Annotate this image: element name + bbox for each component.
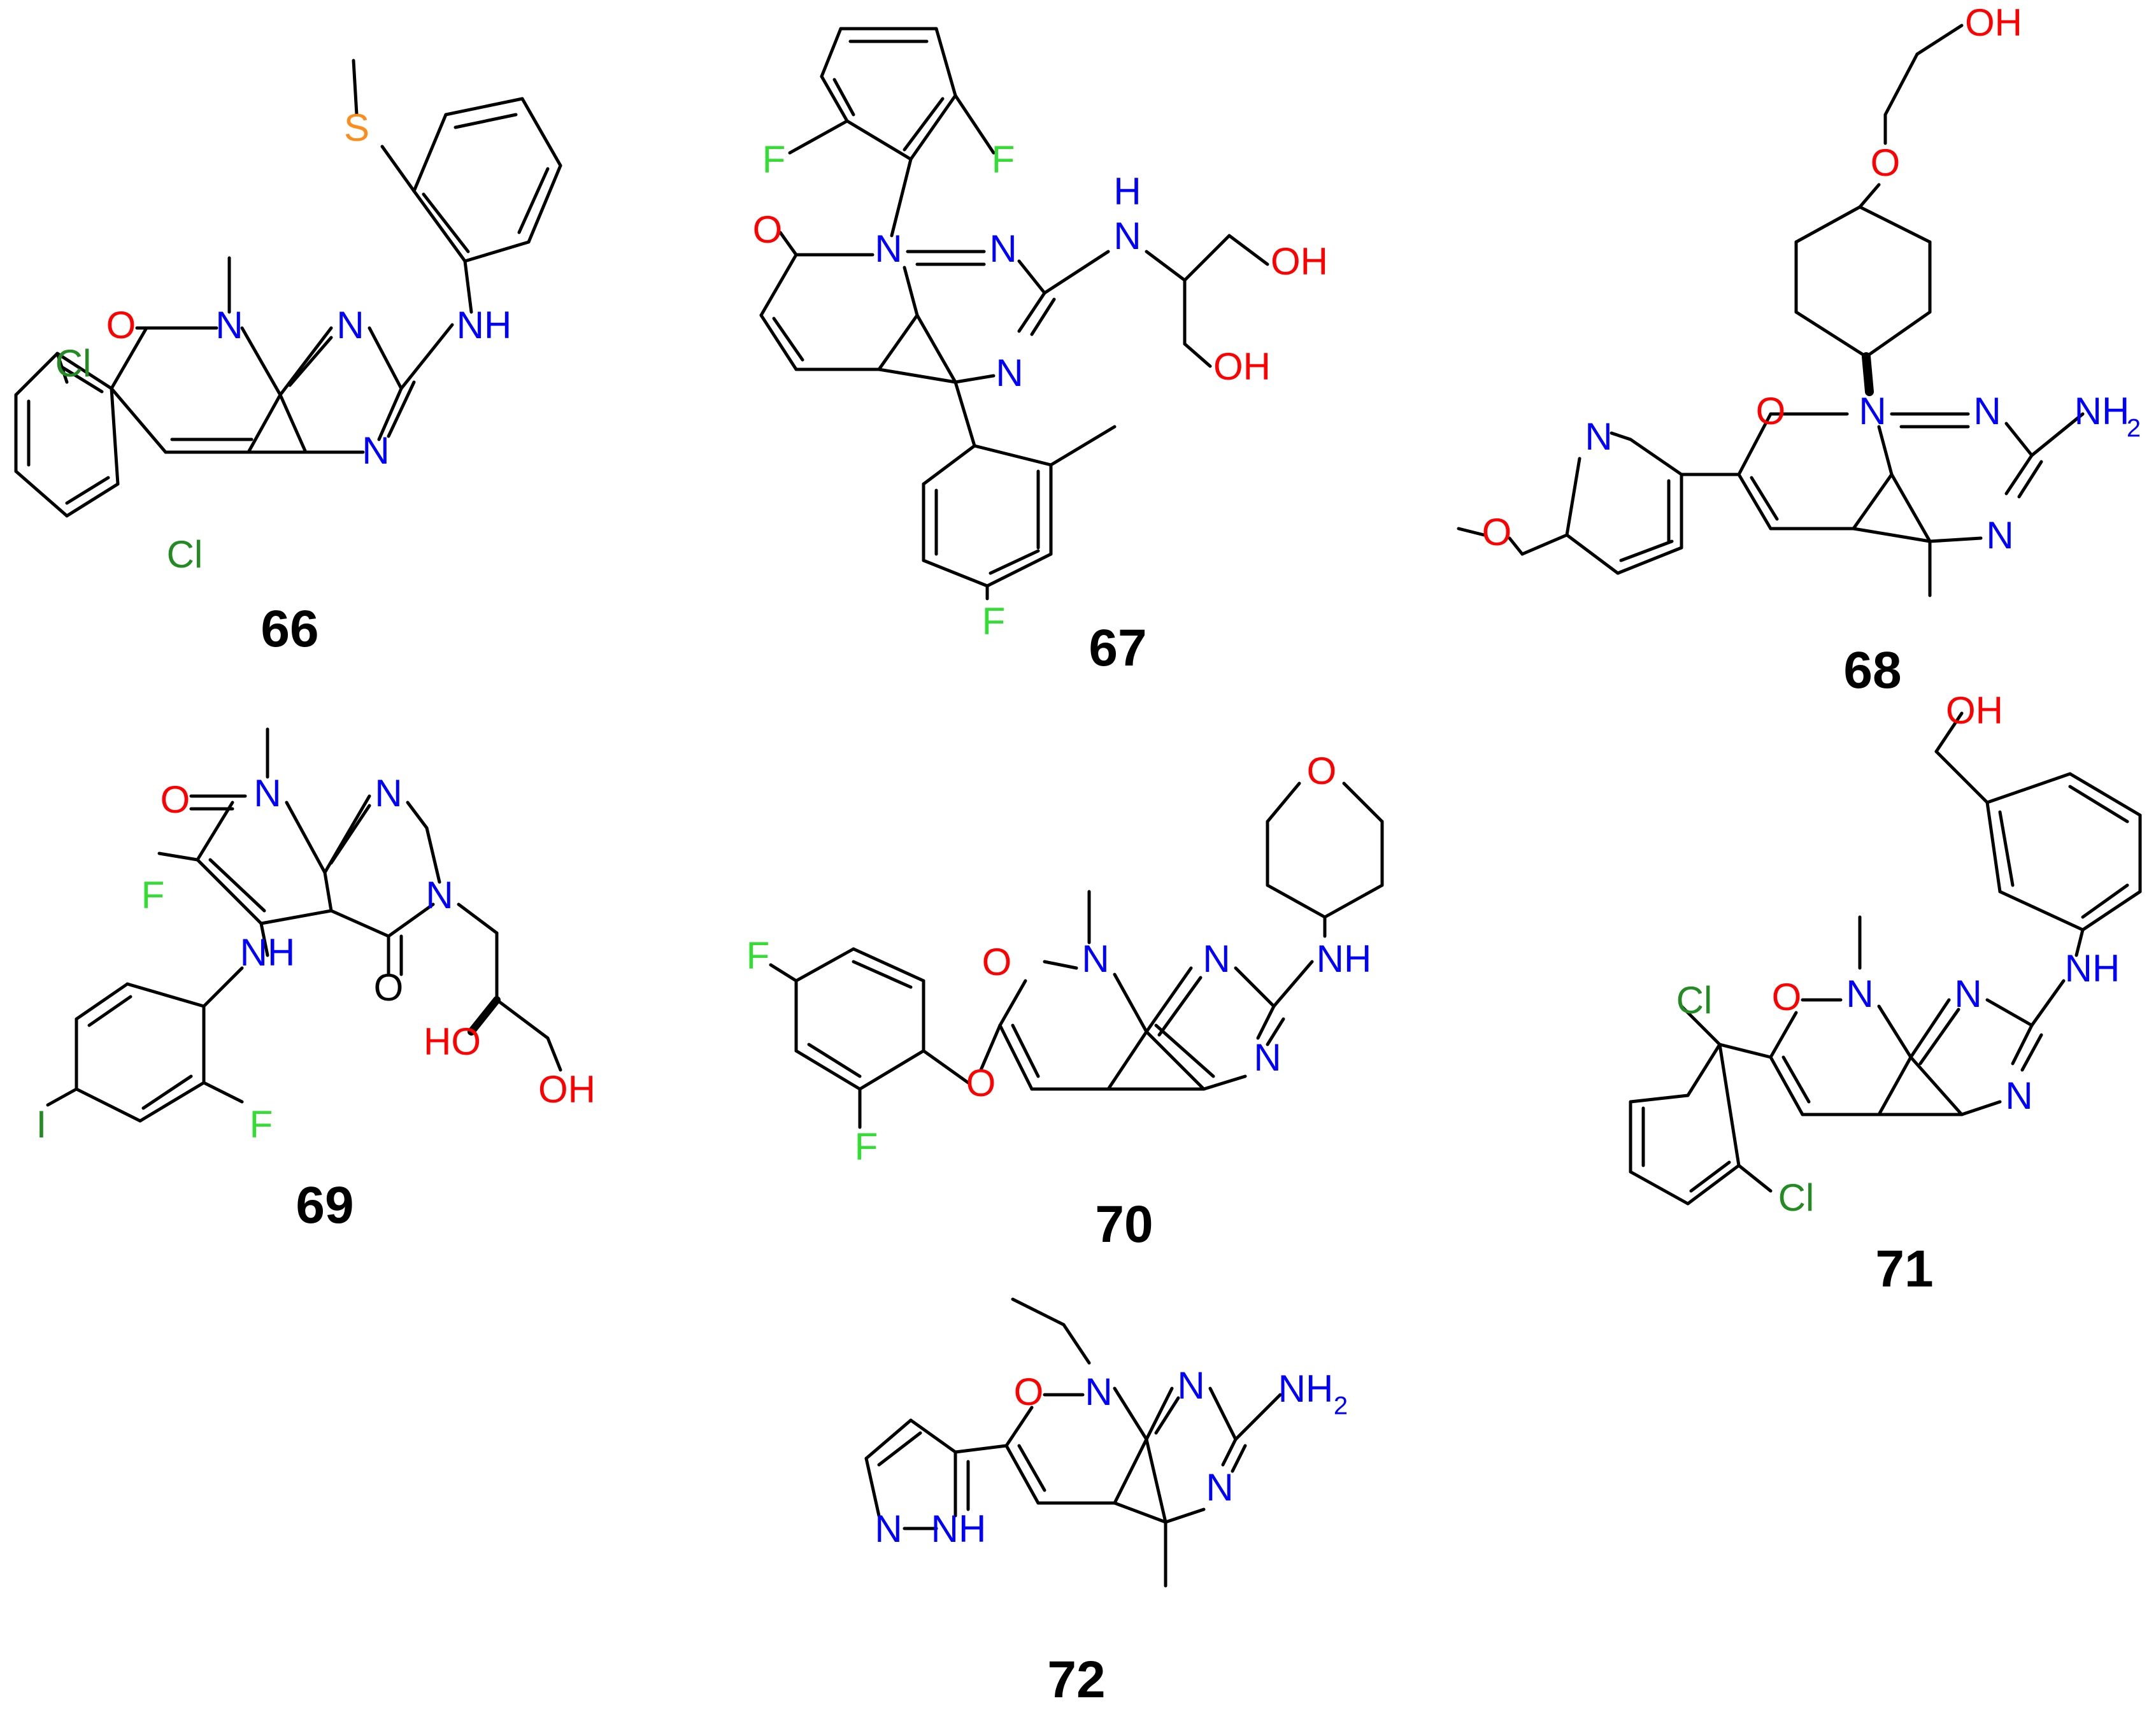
atom-71-NH: NH — [2065, 947, 2120, 990]
atom-70-NH: NH — [1317, 937, 1372, 980]
atom-68-NH2-subscript: 2 — [2127, 415, 2141, 443]
compound-70: O NH N N N O O F F 70 — [746, 750, 1384, 1253]
compound-label-66: 66 — [261, 600, 318, 658]
compound-69: O N N N F NH O HO OH I F 69 — [36, 727, 596, 1234]
compound-label-67: 67 — [1089, 619, 1146, 677]
atom-69-O1: O — [161, 778, 190, 821]
atom-66-S: S — [344, 106, 369, 149]
atom-70-O-ether: O — [966, 1062, 996, 1104]
atom-72-NH2-subscript: 2 — [1334, 1392, 1348, 1420]
atom-68-N3: N — [1986, 514, 2013, 557]
atom-67-N3: N — [996, 352, 1023, 394]
atom-70-N1: N — [1082, 937, 1109, 980]
atom-69-OH: OH — [538, 1068, 596, 1111]
atom-66-Cl2: Cl — [167, 533, 203, 576]
atom-66-N3: N — [362, 429, 389, 472]
atom-72-NH-pyrazole: NH — [931, 1507, 987, 1550]
atom-68-NH2: NH — [2074, 390, 2130, 432]
compound-72: O N N N NH 2 N NH 72 — [864, 1297, 1348, 1709]
atom-71-N3: N — [2005, 1074, 2032, 1117]
atom-70-N3: N — [1253, 1036, 1281, 1079]
bonds-71 — [1629, 711, 2142, 1206]
atom-69-N1: N — [253, 772, 281, 815]
atom-67-N1: N — [875, 227, 902, 270]
atom-69-F1: F — [141, 874, 165, 916]
atom-69-HO: HO — [424, 1020, 481, 1063]
atom-67-F1: F — [762, 138, 786, 181]
atom-70-O-ring: O — [1307, 750, 1337, 792]
compound-67: F F F O N N N H N OH OH 67 — [753, 27, 1328, 677]
atom-68-O-ether: O — [1871, 141, 1901, 184]
atom-68-O-methoxy: O — [1482, 511, 1512, 553]
atom-71-Cl1: Cl — [1676, 979, 1713, 1022]
atom-70-F2: F — [855, 1125, 878, 1168]
atom-68-N2: N — [1973, 390, 2001, 432]
atom-67-F3: F — [982, 600, 1006, 643]
atom-68-O: O — [1756, 390, 1786, 432]
atom-70-F1: F — [746, 934, 770, 977]
atom-67-F2: F — [992, 138, 1015, 181]
atom-71-O: O — [1772, 976, 1802, 1018]
atom-69-I: I — [36, 1103, 47, 1146]
atom-72-N2: N — [1177, 1364, 1204, 1407]
atom-66-N1: N — [215, 304, 243, 346]
atom-69-F2: F — [250, 1103, 273, 1146]
atom-72-N1: N — [1085, 1371, 1112, 1413]
atom-71-OH: OH — [1946, 689, 2003, 732]
atom-69-O2: O — [374, 966, 404, 1009]
compound-label-69: 69 — [296, 1176, 353, 1234]
compound-label-68: 68 — [1843, 641, 1901, 699]
atom-66-NH: NH — [457, 304, 512, 346]
atom-70-N2: N — [1203, 937, 1230, 980]
atom-66-O: O — [106, 304, 136, 346]
atom-72-O: O — [1014, 1371, 1044, 1413]
atom-72-N3: N — [1206, 1466, 1233, 1509]
atom-66-N2: N — [336, 304, 364, 346]
compound-68: OH O O N N N NH 2 N O 68 — [1457, 1, 2141, 699]
atom-72-NH2: NH — [1278, 1367, 1334, 1410]
atom-66-Cl1: Cl — [55, 342, 92, 385]
atom-69-N2: N — [375, 772, 402, 815]
compound-label-71: 71 — [1875, 1240, 1933, 1298]
bonds-72 — [864, 1297, 1282, 1588]
atom-69-N3: N — [425, 874, 453, 916]
compound-label-70: 70 — [1095, 1195, 1153, 1253]
atom-72-N-pyrazole: N — [875, 1507, 902, 1550]
atom-67-OH1: OH — [1271, 240, 1328, 283]
atom-67-N-amine: N — [1113, 215, 1141, 257]
compound-71: OH NH N N N O Cl Cl 71 — [1629, 689, 2142, 1298]
bonds-69 — [46, 727, 562, 1123]
atom-68-OH: OH — [1965, 1, 2022, 44]
atom-67-H: H — [1113, 170, 1141, 213]
atom-71-Cl2: Cl — [1778, 1176, 1815, 1219]
bonds-66 — [14, 59, 562, 518]
bonds-70 — [769, 781, 1384, 1129]
bonds-68 — [1457, 24, 2085, 597]
atom-68-N-pyridine: N — [1585, 415, 1612, 458]
atom-71-N2: N — [1954, 973, 1981, 1015]
atom-67-N2: N — [989, 227, 1017, 270]
atom-67-O: O — [753, 208, 783, 251]
compound-label-72: 72 — [1047, 1651, 1105, 1709]
atom-67-OH2: OH — [1213, 345, 1271, 388]
compound-66: S NH O N N N Cl Cl 66 — [14, 59, 562, 658]
atom-71-N1: N — [1846, 973, 1873, 1015]
atom-70-O-carbonyl: O — [982, 941, 1012, 983]
atom-68-N1: N — [1859, 390, 1886, 432]
bonds-67 — [759, 27, 1269, 601]
atom-69-NH: NH — [240, 931, 296, 974]
